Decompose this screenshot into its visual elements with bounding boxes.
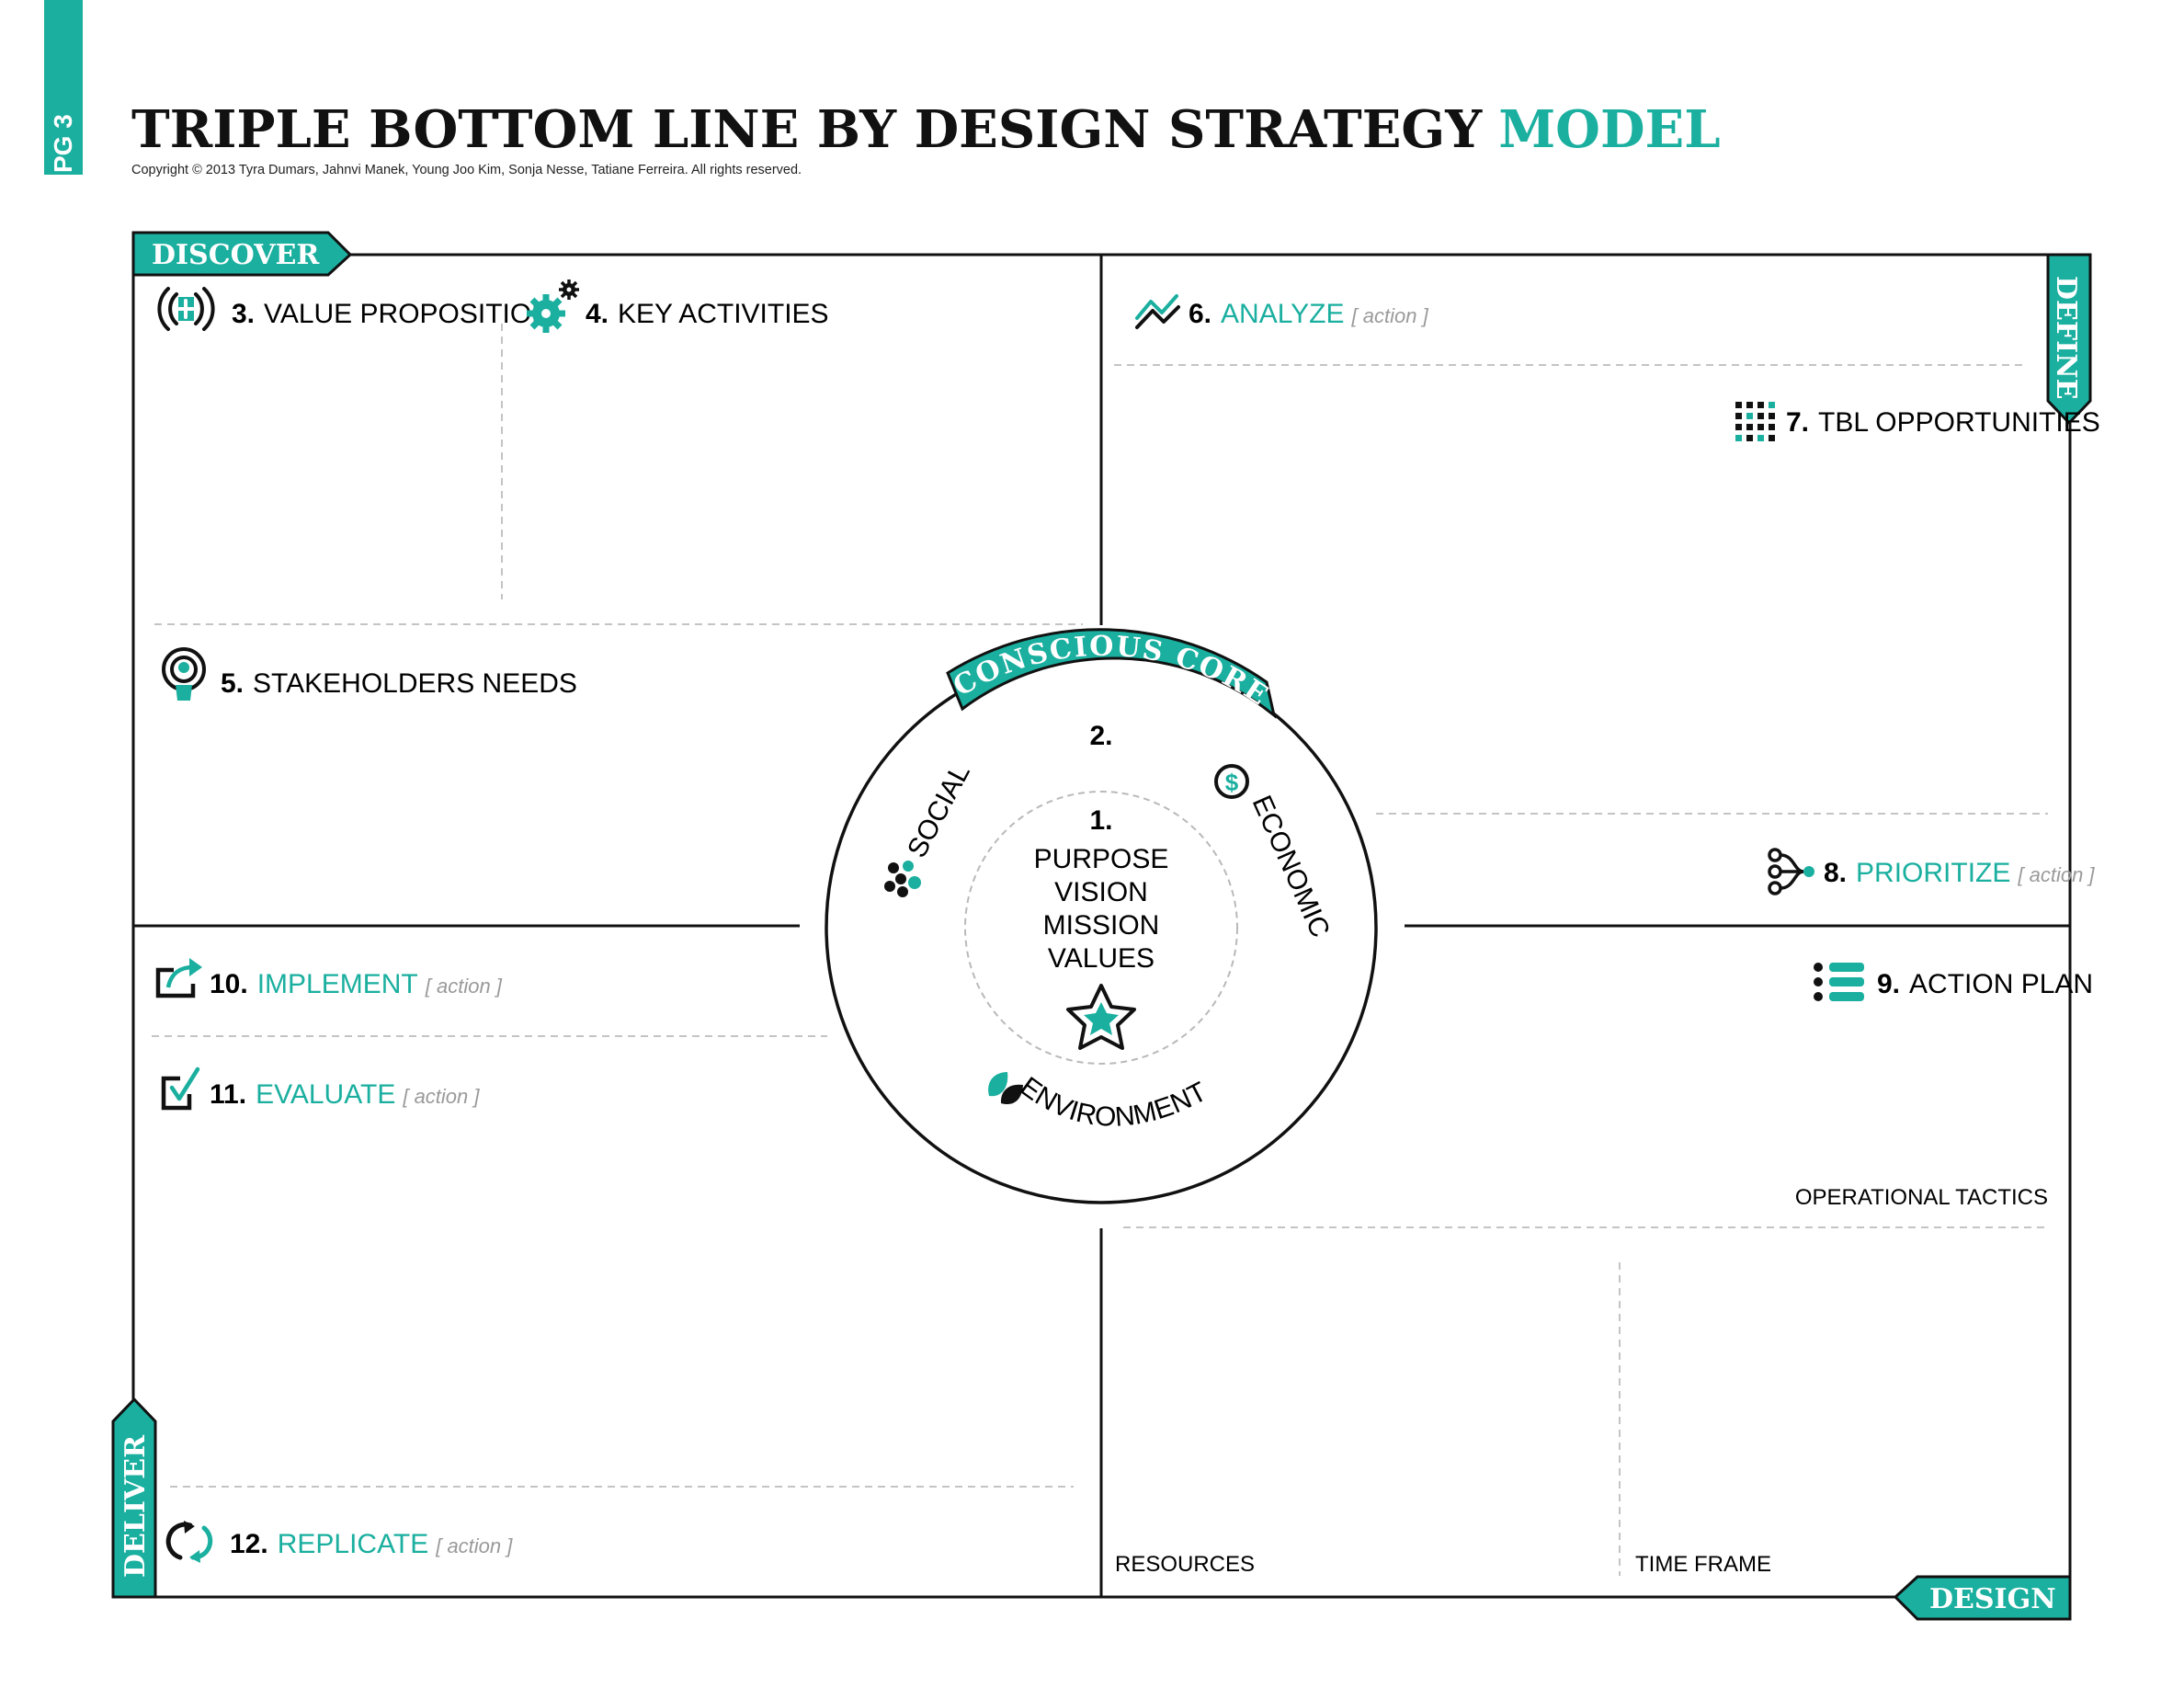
section-12-label: REPLICATE xyxy=(278,1529,429,1559)
section-evaluate: 11. EVALUATE [ action ] xyxy=(161,1066,480,1111)
section-key-activities: 4. KEY ACTIVITIES xyxy=(527,279,829,333)
section-3-heading: 3. VALUE PROPOSITION xyxy=(232,299,552,329)
time-frame-label: TIME FRAME xyxy=(1635,1552,1771,1577)
section-10-number: 10. xyxy=(210,969,248,999)
section-6-heading: 6. ANALYZE [ action ] xyxy=(1189,299,1429,329)
section-9-number: 9. xyxy=(1877,969,1900,999)
page-tag xyxy=(44,0,83,175)
deliver-label: DELIVER xyxy=(119,1434,152,1578)
section-analyze: 6. ANALYZE [ action ] xyxy=(1135,294,1429,329)
section-9-heading: 9. ACTION PLAN xyxy=(1877,969,2093,999)
core-vision: VISION xyxy=(1054,877,1148,907)
section-8-action-tag: [ action ] xyxy=(2017,863,2095,886)
copyright: Copyright © 2013 Tyra Dumars, Jahnvi Man… xyxy=(131,163,802,177)
core-inner-ring xyxy=(964,791,1238,1065)
section-3-number: 3. xyxy=(232,299,255,329)
svg-text:$: $ xyxy=(1225,769,1239,796)
core-mission: MISSION xyxy=(1043,910,1160,941)
checkbox-icon xyxy=(161,1066,200,1111)
section-7-heading: 7. TBL OPPORTUNITIES xyxy=(1786,407,2100,438)
leaf-icon xyxy=(988,1072,1023,1105)
section-6-action-tag: [ action ] xyxy=(1351,304,1429,327)
section-7-label: TBL OPPORTUNITIES xyxy=(1818,407,2100,438)
section-8-number: 8. xyxy=(1824,858,1847,888)
section-action-plan: 9. ACTION PLAN xyxy=(1814,963,2093,1001)
section-11-number: 11. xyxy=(210,1079,246,1110)
section-6-label: ANALYZE xyxy=(1221,299,1345,329)
operational-tactics-label: OPERATIONAL TACTICS xyxy=(1795,1185,2048,1210)
section-10-action-tag: [ action ] xyxy=(425,975,503,998)
section-replicate: 12. REPLICATE [ action ] xyxy=(165,1521,513,1563)
conscious-core: CONSCIOUS CORE 2. 1. PURPOSE VISION MISS… xyxy=(0,0,1378,1204)
define-banner: DEFINE xyxy=(2046,253,2092,426)
section-5-label: STAKEHOLDERS NEEDS xyxy=(253,668,577,699)
section-11-label: EVALUATE xyxy=(256,1079,395,1110)
section-prioritize: 8. PRIORITIZE [ action ] xyxy=(1768,848,2095,895)
design-label: DESIGN xyxy=(1929,1583,2056,1615)
page-tag-label: PG 3 xyxy=(49,114,77,173)
share-arrow-icon xyxy=(155,958,202,998)
section-5-number: 5. xyxy=(221,668,244,699)
cycle-arrows-icon xyxy=(165,1521,213,1563)
section-tbl-opportunities: 7. TBL OPPORTUNITIES xyxy=(1735,402,2100,441)
define-label: DEFINE xyxy=(2050,276,2082,400)
section-value-proposition: 3. VALUE PROPOSITION xyxy=(157,287,552,331)
section-7-number: 7. xyxy=(1786,407,1809,438)
core-banner xyxy=(946,628,1277,719)
section-10-label: IMPLEMENT xyxy=(257,969,418,999)
deliver-banner: DELIVER xyxy=(111,1397,157,1599)
section-11-action-tag: [ action ] xyxy=(402,1085,480,1108)
section-4-label: KEY ACTIVITIES xyxy=(618,299,829,329)
discover-label: DISCOVER xyxy=(152,239,320,271)
dashed-guides xyxy=(152,324,2048,1576)
section-4-number: 4. xyxy=(586,299,609,329)
frame xyxy=(131,253,2072,1599)
section-3-label: VALUE PROPOSITION xyxy=(264,299,552,329)
list-icon xyxy=(1814,963,1864,1001)
section-12-action-tag: [ action ] xyxy=(435,1534,513,1557)
core-values: VALUES xyxy=(1048,943,1155,974)
branch-icon xyxy=(1768,848,1814,895)
section-12-number: 12. xyxy=(230,1529,268,1559)
section-8-label: PRIORITIZE xyxy=(1856,858,2010,888)
section-6-number: 6. xyxy=(1189,299,1211,329)
section-12-heading: 12. REPLICATE [ action ] xyxy=(230,1529,513,1559)
design-banner: DESIGN xyxy=(1893,1575,2072,1621)
discover-banner: DISCOVER xyxy=(131,231,353,277)
core-number-1: 1. xyxy=(1089,805,1112,836)
star-icon xyxy=(1066,984,1136,1050)
section-9-label: ACTION PLAN xyxy=(1909,969,2093,999)
gears-icon xyxy=(527,279,579,333)
section-11-heading: 11. EVALUATE [ action ] xyxy=(210,1079,480,1110)
broadcast-person-icon xyxy=(162,647,206,701)
social-icon xyxy=(884,861,921,897)
section-implement: 10. IMPLEMENT [ action ] xyxy=(155,958,503,999)
dot-grid-icon xyxy=(1735,402,1775,441)
resources-label: RESOURCES xyxy=(1115,1552,1255,1577)
section-4-heading: 4. KEY ACTIVITIES xyxy=(586,299,829,329)
section-10-heading: 10. IMPLEMENT [ action ] xyxy=(210,969,503,999)
title-main: TRIPLE BOTTOM LINE BY DESIGN STRATEGY xyxy=(131,99,1483,160)
core-purpose: PURPOSE xyxy=(1034,844,1169,874)
core-number-2: 2. xyxy=(1089,721,1112,751)
trend-line-icon xyxy=(1135,294,1180,329)
value-proposition-icon xyxy=(157,287,215,331)
section-5-heading: 5. STAKEHOLDERS NEEDS xyxy=(221,668,577,699)
section-8-heading: 8. PRIORITIZE [ action ] xyxy=(1824,858,2095,888)
section-stakeholders-needs: 5. STAKEHOLDERS NEEDS xyxy=(162,647,577,701)
title-accent: MODEL xyxy=(1498,99,1720,160)
dollar-circle-icon: $ xyxy=(1214,764,1249,799)
